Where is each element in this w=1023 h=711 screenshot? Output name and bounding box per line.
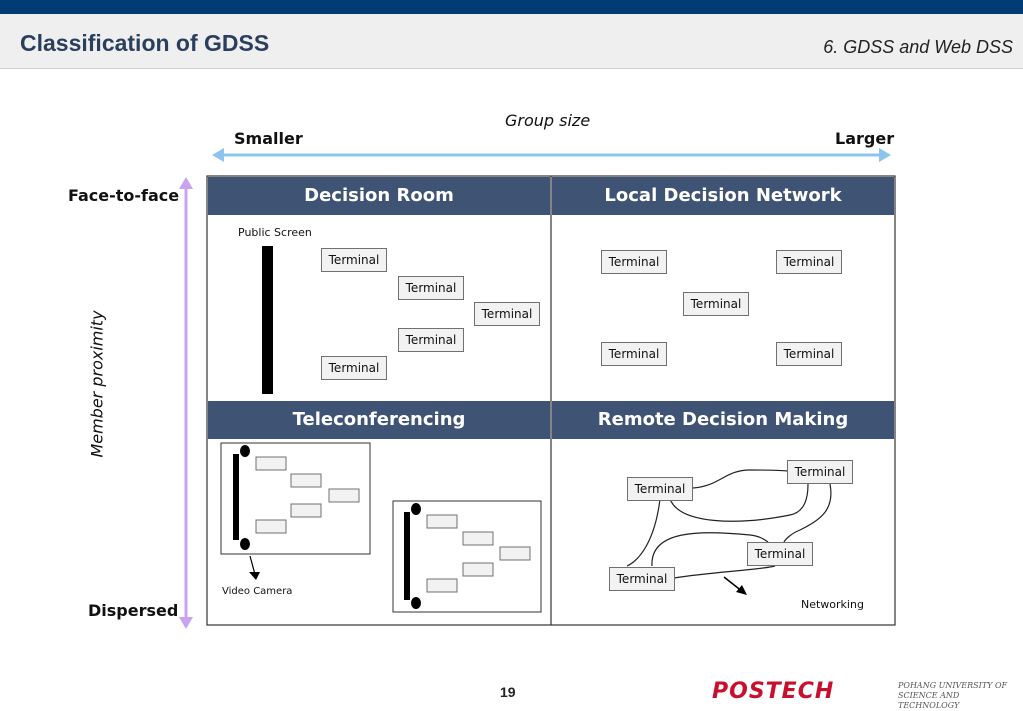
group-size-arrow-left-head xyxy=(212,148,224,162)
tele-room-2 xyxy=(392,500,542,613)
terminal-box: Terminal xyxy=(683,292,749,316)
tele-room-1-camera-bottom xyxy=(240,538,250,550)
tele-room-1 xyxy=(220,442,371,555)
tele-room-1-camera-top xyxy=(240,445,250,457)
network-link xyxy=(626,498,661,567)
tele-room-1-terminal xyxy=(328,488,360,503)
tele-room-2-terminal xyxy=(499,546,531,561)
top-bar xyxy=(0,0,1023,14)
local-decision-network-header: Local Decision Network xyxy=(552,177,894,215)
terminal-box: Terminal xyxy=(776,250,842,274)
tele-room-2-camera-top xyxy=(411,503,421,515)
group-size-arrow-right-head xyxy=(879,148,891,162)
terminal-box: Terminal xyxy=(609,567,675,591)
terminal-box: Terminal xyxy=(321,248,387,272)
terminal-box: Terminal xyxy=(747,542,813,566)
terminal-box: Terminal xyxy=(627,477,693,501)
tele-room-2-terminal xyxy=(426,514,458,529)
tele-room-2-terminal xyxy=(426,578,458,593)
terminal-box: Terminal xyxy=(398,328,464,352)
tele-room-2-camera-bottom xyxy=(411,597,421,609)
public-screen-label: Public Screen xyxy=(238,226,312,239)
network-link xyxy=(783,483,832,543)
terminal-box: Terminal xyxy=(474,302,540,326)
network-link xyxy=(669,483,809,522)
page-number: 19 xyxy=(500,684,516,700)
decision-room-header: Decision Room xyxy=(208,177,550,215)
header-band xyxy=(0,14,1023,69)
logo-sub-line-1: POHANG UNIVERSITY OF xyxy=(898,681,1008,690)
terminal-box: Terminal xyxy=(601,342,667,366)
tele-room-2-terminal xyxy=(462,531,494,546)
postech-logo-subtitle: POHANG UNIVERSITY OF SCIENCE AND TECHNOL… xyxy=(898,681,1023,711)
tele-room-2-terminal xyxy=(462,562,494,577)
slide-title: Classification of GDSS xyxy=(20,30,270,56)
tele-room-1-terminal xyxy=(255,519,287,534)
teleconferencing-header: Teleconferencing xyxy=(208,401,550,439)
public-screen-bar xyxy=(262,246,273,394)
tele-room-1-terminal xyxy=(290,473,322,488)
network-link xyxy=(651,532,769,567)
networking-pointer-head xyxy=(736,585,747,595)
postech-logo: POSTECH xyxy=(712,679,835,704)
networking-label: Networking xyxy=(801,598,864,611)
proximity-arrow-top-head xyxy=(179,177,193,189)
group-size-label: Group size xyxy=(505,111,591,130)
tele-room-1-screen xyxy=(233,454,239,540)
larger-label: Larger xyxy=(835,129,895,148)
terminal-box: Terminal xyxy=(787,460,853,484)
smaller-label: Smaller xyxy=(234,129,303,148)
proximity-arrow-bottom-head xyxy=(179,617,193,629)
video-camera-pointer-head xyxy=(249,572,260,580)
logo-sub-line-2: SCIENCE AND TECHNOLOGY xyxy=(898,691,960,710)
remote-decision-making-header: Remote Decision Making xyxy=(552,401,894,439)
video-camera-label: Video Camera xyxy=(222,586,293,597)
tele-room-1-terminal xyxy=(255,456,287,471)
terminal-box: Terminal xyxy=(398,276,464,300)
network-link xyxy=(692,469,788,489)
dispersed-label: Dispersed xyxy=(88,601,179,620)
terminal-box: Terminal xyxy=(776,342,842,366)
section-label: 6. GDSS and Web DSS xyxy=(823,37,1013,57)
tele-room-2-screen xyxy=(404,512,410,600)
terminal-box: Terminal xyxy=(321,356,387,380)
face-to-face-label: Face-to-face xyxy=(68,186,180,205)
tele-room-1-terminal xyxy=(290,503,322,518)
terminal-box: Terminal xyxy=(601,250,667,274)
network-link xyxy=(673,565,776,579)
